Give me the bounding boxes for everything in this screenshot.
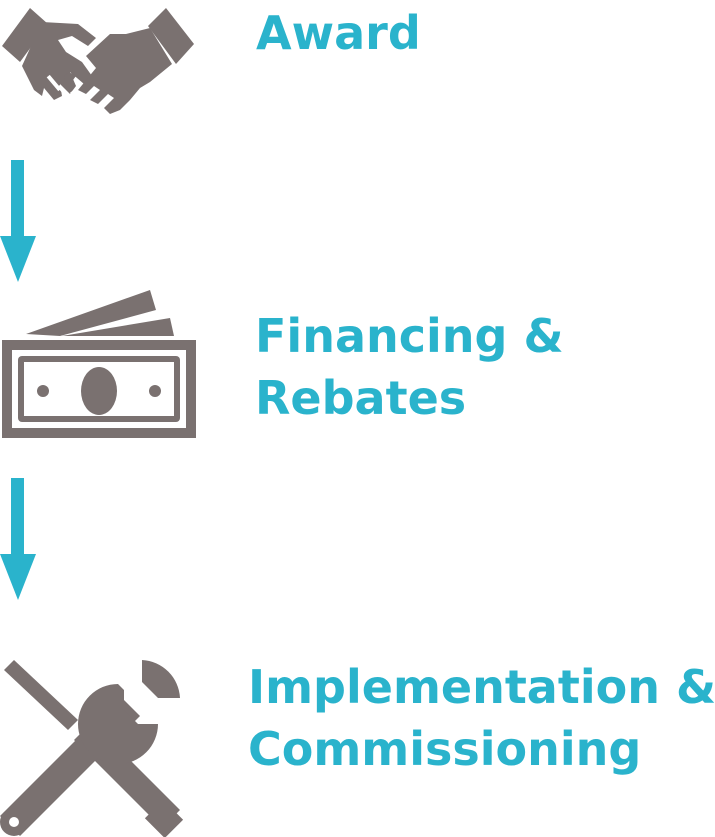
arrow-down-icon [0, 478, 40, 600]
step-label-award: Award [256, 2, 421, 64]
handshake-icon [0, 4, 196, 120]
money-bill-icon [0, 290, 198, 440]
step-label-financing: Financing & Rebates [255, 305, 564, 429]
step-label-implementation: Implementation & Commissioning [248, 656, 715, 780]
arrow-down-icon [0, 160, 40, 282]
label-line: Implementation & [248, 660, 715, 714]
label-line: Rebates [255, 371, 467, 425]
label-line: Commissioning [248, 722, 642, 776]
label-line: Financing & [255, 309, 564, 363]
label-line: Award [256, 6, 421, 60]
tools-icon [0, 656, 186, 837]
